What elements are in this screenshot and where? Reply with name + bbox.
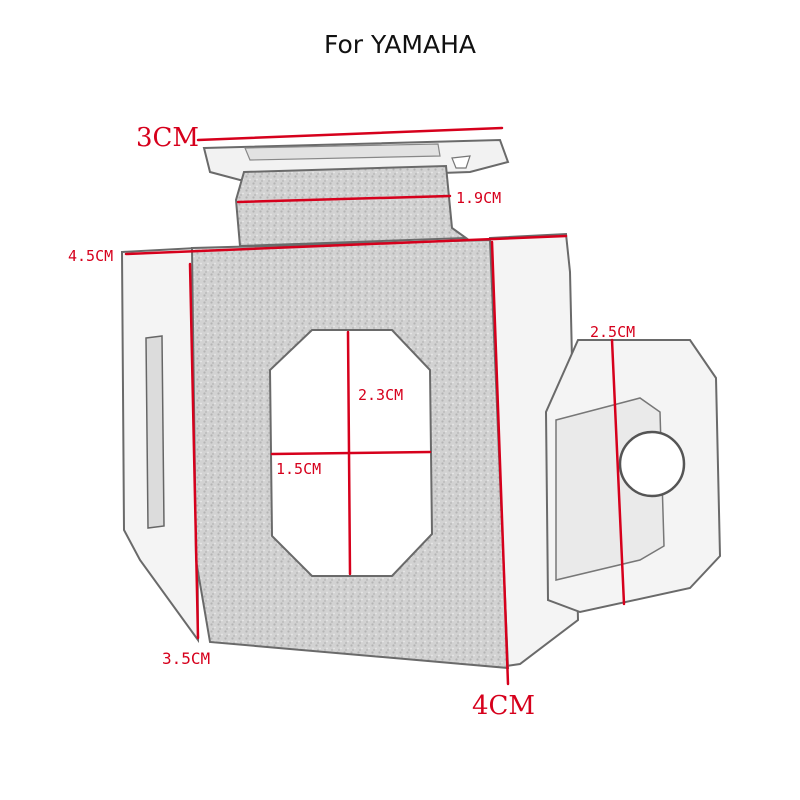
dim-label-neck-width: 1.9CM <box>456 189 501 207</box>
dim-line-full-width <box>124 234 568 256</box>
dimension-labels: 3CM 1.9CM 4.5CM 2.5CM 2.3CM 1.5CM 3.5CM … <box>68 123 635 721</box>
mounting-hole <box>618 430 686 498</box>
dim-label-window-height: 2.3CM <box>358 386 403 404</box>
right-mounting-tab <box>544 339 722 614</box>
dim-label-main-height: 4CM <box>472 691 535 721</box>
dim-label-tab-height: 2.5CM <box>590 323 635 341</box>
dim-line-window-width <box>270 450 432 456</box>
dim-label-full-width: 4.5CM <box>68 247 113 265</box>
page-title: For YAMAHA <box>323 30 476 59</box>
dim-line-top-width <box>196 126 504 142</box>
dim-line-neck-width <box>236 194 452 204</box>
dim-label-top-width: 3CM <box>136 123 199 153</box>
dim-label-left-height: 3.5CM <box>162 649 210 668</box>
left-side-panel <box>120 246 200 644</box>
dim-line-tab-height <box>610 338 626 606</box>
dim-line-main-height <box>490 240 510 686</box>
dim-label-window-width: 1.5CM <box>276 460 321 478</box>
dim-line-left-height <box>188 262 200 640</box>
dimension-lines <box>124 126 626 686</box>
neck-plate <box>234 164 469 248</box>
